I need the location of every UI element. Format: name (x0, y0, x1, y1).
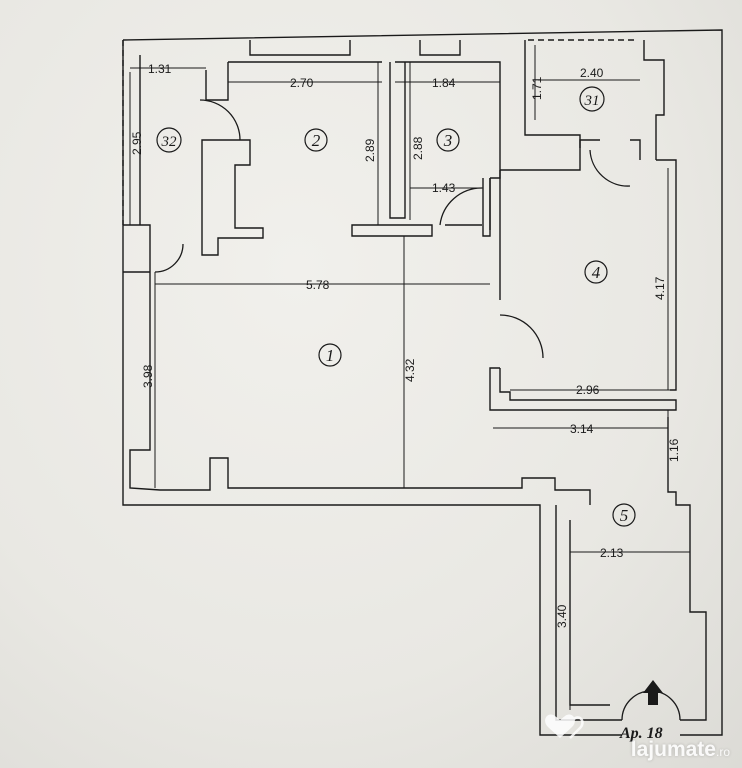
room-5-label: 5 (620, 506, 629, 525)
bottom-room5-walls (555, 417, 707, 721)
room2-walls (205, 40, 382, 101)
dim-2-95: 2.95 (130, 131, 144, 155)
dimension-labels: 1.31 2.70 1.84 2.40 1.71 2.95 2.89 2.88 … (130, 62, 681, 628)
dim-1-84: 1.84 (432, 76, 456, 90)
entrance-arrow-icon (643, 680, 663, 705)
door-arc-31 (589, 149, 631, 187)
dim-3-98: 3.98 (141, 364, 155, 388)
dim-3-40: 3.40 (555, 604, 569, 628)
dim-1-16: 1.16 (667, 438, 681, 462)
room3-walls (389, 40, 501, 219)
outer-wall-left (122, 29, 723, 736)
dim-3-14: 3.14 (570, 422, 594, 436)
room-31: 31 (579, 86, 605, 112)
apartment-label: Ap. 18 (619, 725, 663, 742)
walls (122, 29, 723, 736)
room2-bottom (351, 224, 482, 237)
dim-2-89: 2.89 (363, 138, 377, 162)
watermark-logo-icon (545, 714, 584, 739)
watermark-brand: lajumate (630, 738, 716, 761)
room-1-label: 1 (326, 346, 335, 365)
door-arc-32b (154, 243, 184, 273)
dim-1-31: 1.31 (148, 62, 172, 76)
room-32-label: 32 (161, 134, 178, 150)
inner-wall-left (123, 55, 591, 505)
dim-2-40: 2.40 (580, 66, 604, 80)
room2-closet (201, 139, 264, 256)
room4-right (643, 40, 677, 391)
dim-5-78: 5.78 (306, 278, 330, 292)
room-31-label: 31 (584, 93, 600, 109)
room4-walls (489, 139, 677, 411)
room-2-label: 2 (312, 131, 321, 150)
room-4: 4 (584, 260, 608, 284)
dim-2-96: 2.96 (576, 383, 600, 397)
door-arc-1 (499, 314, 544, 359)
dim-4-32: 4.32 (403, 358, 417, 382)
room31-walls (524, 40, 641, 160)
watermark: lajumate.ro (631, 738, 730, 762)
room-3-label: 3 (443, 131, 453, 150)
dim-2-88: 2.88 (411, 136, 425, 160)
room-labels: 1 2 3 4 5 31 3 (156, 86, 636, 527)
door-arc-3 (439, 187, 483, 226)
room-5: 5 (612, 503, 636, 527)
dimension-lines (129, 45, 690, 710)
dim-2-13: 2.13 (600, 546, 624, 560)
dim-1-43: 1.43 (432, 181, 456, 195)
watermark-suffix: .ro (715, 745, 730, 759)
room-32: 32 (156, 127, 182, 153)
dashed-wall (122, 39, 638, 225)
dim-4-17: 4.17 (653, 276, 667, 300)
room3-right (482, 178, 491, 237)
room-3: 3 (436, 128, 460, 152)
dim-2-70: 2.70 (290, 76, 314, 90)
door-arc-32 (199, 99, 241, 141)
room-2: 2 (304, 128, 328, 152)
room-1: 1 (318, 343, 342, 367)
dim-1-71: 1.71 (530, 76, 544, 100)
room-4-label: 4 (592, 263, 601, 282)
